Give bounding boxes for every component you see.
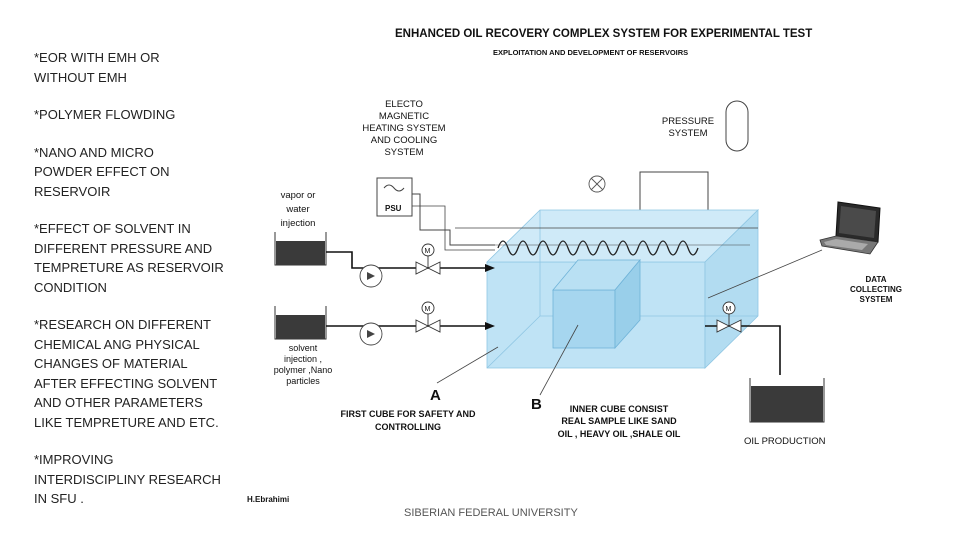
- svg-text:REAL SAMPLE LIKE SAND: REAL SAMPLE LIKE SAND: [561, 416, 677, 426]
- data-collecting-label: DATA COLLECTING SYSTEM: [850, 275, 902, 304]
- svg-text:SYSTEM: SYSTEM: [668, 128, 707, 139]
- psu-label: PSU: [385, 204, 402, 213]
- bullet-item: *NANO AND MICRO POWDER EFFECT ON RESERVO…: [34, 144, 170, 199]
- emh-label: ELECTO MAGNETIC HEATING SYSTEM AND COOLI…: [362, 99, 445, 158]
- pressure-label: PRESSURE SYSTEM: [662, 116, 714, 139]
- heating-wire: [412, 193, 495, 246]
- svg-text:HEATING SYSTEM: HEATING SYSTEM: [362, 123, 445, 134]
- svg-text:SYSTEM: SYSTEM: [860, 295, 893, 304]
- production-valve-icon: M: [716, 301, 742, 333]
- svg-text:INNER CUBE CONSIST: INNER CUBE CONSIST: [570, 404, 669, 414]
- pressure-gauge: [725, 100, 749, 152]
- inner-cube-b: [552, 258, 641, 350]
- label-b: B: [531, 396, 542, 413]
- svg-text:solvent: solvent: [289, 343, 318, 353]
- data-cable: [707, 249, 823, 299]
- bullet-item: *EOR WITH EMH OR WITHOUT EMH: [34, 50, 160, 85]
- svg-text:M: M: [425, 248, 431, 255]
- solvent-arrow: [485, 322, 495, 330]
- leader-line-b: [539, 324, 579, 396]
- svg-text:AND COOLING: AND COOLING: [371, 135, 438, 146]
- svg-text:OIL , HEAVY OIL ,SHALE OIL: OIL , HEAVY OIL ,SHALE OIL: [558, 429, 681, 439]
- svg-text:M: M: [425, 306, 431, 313]
- svg-text:DATA: DATA: [865, 275, 886, 284]
- oil-production-tank: [749, 378, 825, 423]
- svg-text:COLLECTING: COLLECTING: [850, 285, 902, 294]
- svg-text:FIRST CUBE FOR SAFETY AND: FIRST CUBE FOR SAFETY AND: [340, 409, 476, 419]
- diagram-subtitle: EXPLOITATION AND DEVELOPMENT OF RESERVOI…: [493, 48, 688, 57]
- bullet-item: *POLYMER FLOWDING: [34, 107, 176, 122]
- oil-production-label: OIL PRODUCTION: [744, 436, 826, 447]
- cube-a-caption: FIRST CUBE FOR SAFETY AND CONTROLLING: [340, 409, 476, 432]
- footer-university: SIBERIAN FEDERAL UNIVERSITY: [404, 507, 578, 519]
- svg-text:injection ,: injection ,: [284, 354, 322, 364]
- svg-text:injection: injection: [281, 218, 316, 229]
- bullet-item: *RESEARCH ON DIFFERENT CHEMICAL ANG PHYS…: [34, 317, 219, 430]
- heating-coil: [455, 227, 758, 256]
- bullet-list: *EOR WITH EMH OR WITHOUT EMH *POLYMER FL…: [34, 48, 234, 527]
- vapor-arrow: [485, 264, 495, 272]
- solvent-label: solvent injection , polymer ,Nano partic…: [274, 343, 333, 386]
- svg-text:particles: particles: [286, 376, 320, 386]
- indicator-lamp-icon: [588, 175, 606, 193]
- vapor-pipe: [326, 251, 485, 269]
- bullet-item: *EFFECT OF SOLVENT IN DIFFERENT PRESSURE…: [34, 221, 224, 295]
- svg-text:SYSTEM: SYSTEM: [384, 147, 423, 158]
- svg-text:ELECTO: ELECTO: [385, 99, 423, 110]
- svg-text:MAGNETIC: MAGNETIC: [379, 111, 429, 122]
- diagram-title: ENHANCED OIL RECOVERY COMPLEX SYSTEM FOR…: [395, 28, 812, 40]
- svg-text:PRESSURE: PRESSURE: [662, 116, 714, 127]
- vapor-label: vapor or water injection: [281, 190, 316, 229]
- laptop-icon: [819, 201, 881, 255]
- svg-text:polymer ,Nano: polymer ,Nano: [274, 365, 333, 375]
- svg-text:M: M: [726, 306, 732, 313]
- svg-text:CONTROLLING: CONTROLLING: [375, 422, 441, 432]
- svg-text:water: water: [285, 204, 309, 215]
- vapor-valve-icon: M: [415, 243, 441, 275]
- solvent-pump-icon: [359, 322, 383, 346]
- bullet-item: *IMPROVING INTERDISCIPLINY RESEARCH IN S…: [34, 452, 221, 506]
- leader-line-a: [436, 346, 499, 384]
- author-label: H.Ebrahimi: [247, 495, 289, 504]
- psu-box: [376, 177, 413, 217]
- heating-wire-return: [412, 205, 495, 251]
- cube-b-caption: INNER CUBE CONSIST REAL SAMPLE LIKE SAND…: [558, 404, 681, 439]
- svg-text:vapor or: vapor or: [281, 190, 316, 201]
- solvent-valve-icon: M: [415, 301, 441, 333]
- vapor-pump-icon: [359, 264, 383, 288]
- solvent-tank: [274, 306, 327, 340]
- psu-wave-icon: [383, 184, 405, 192]
- vapor-tank: [274, 232, 327, 266]
- label-a: A: [430, 387, 441, 404]
